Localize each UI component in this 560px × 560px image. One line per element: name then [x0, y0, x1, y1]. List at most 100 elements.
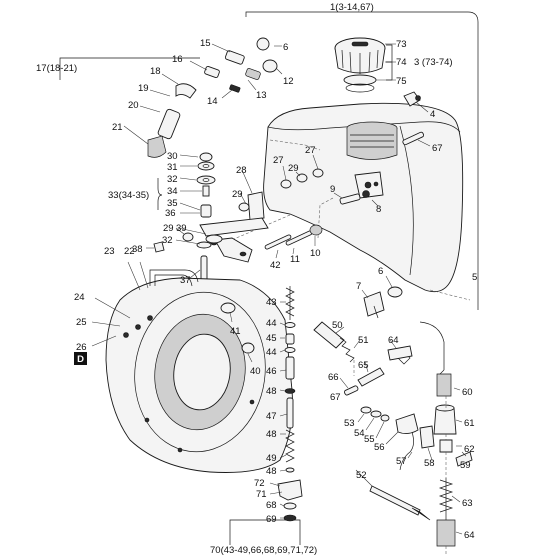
callout-45: 45	[266, 333, 277, 344]
callout-39: 39	[176, 223, 187, 234]
callout-59: 59	[460, 460, 471, 471]
view-badge-label: D	[77, 354, 84, 365]
callout-44-lower: 44	[266, 347, 277, 358]
callout-48-upper: 48	[266, 386, 277, 397]
callout-37: 37	[180, 275, 191, 286]
callout-12: 12	[283, 76, 294, 87]
callout-52: 52	[356, 470, 367, 481]
tank-mount-washers	[175, 154, 324, 249]
callout-72: 72	[254, 478, 265, 489]
callout-29-mid: 29	[232, 189, 243, 200]
callout-62: 62	[464, 444, 475, 455]
tank-side-fittings	[361, 91, 431, 319]
choke-wire-assembly	[419, 321, 463, 556]
callout-68: 68	[266, 500, 277, 511]
callout-17: 17(18-21)	[36, 63, 77, 74]
callout-42: 42	[270, 260, 281, 271]
fuel-hose-strainer	[123, 73, 197, 158]
callout-33: 33(34-35)	[108, 190, 149, 201]
callout-13: 13	[256, 90, 267, 101]
filler-cap	[334, 37, 396, 93]
callout-75: 75	[396, 76, 407, 87]
callout-43: 43	[266, 297, 277, 308]
callout-66: 66	[328, 372, 339, 383]
callout-71: 71	[256, 489, 267, 500]
callout-47: 47	[266, 411, 277, 422]
callout-16: 16	[172, 54, 183, 65]
callout-32-lower: 32	[162, 235, 173, 246]
callout-69: 69	[266, 514, 277, 525]
callout-54: 54	[354, 428, 365, 439]
callout-32-upper: 32	[167, 174, 178, 185]
mounting-hardware-stack	[179, 152, 216, 218]
callout-61: 61	[464, 418, 475, 429]
callout-29-left: 29	[163, 223, 174, 234]
callout-9: 9	[330, 184, 335, 195]
callout-labels: 1(3-14,67) 73 74 3 (73-74) 75 4 67 5 6 7…	[36, 2, 477, 556]
callout-74: 74	[396, 57, 407, 68]
callout-70: 70(43-49,66,68,69,71,72)	[210, 545, 317, 556]
callout-27-left: 27	[273, 155, 284, 166]
callout-73: 73	[396, 39, 407, 50]
callout-58: 58	[424, 458, 435, 469]
callout-64-upper: 64	[388, 335, 399, 346]
callout-55: 55	[364, 434, 375, 445]
callout-60: 60	[462, 387, 473, 398]
control-lever-parts	[355, 406, 473, 521]
callout-14: 14	[207, 96, 218, 107]
callout-3: 3 (73-74)	[414, 57, 453, 68]
callout-26: 26	[76, 342, 87, 353]
callout-1: 1(3-14,67)	[330, 2, 374, 13]
callout-41: 41	[230, 326, 241, 337]
throttle-linkage-stack	[269, 286, 303, 522]
callout-40: 40	[250, 366, 261, 377]
callout-64-lower: 64	[464, 530, 475, 541]
callout-53: 53	[344, 418, 355, 429]
callout-20: 20	[128, 100, 139, 111]
callout-19: 19	[138, 83, 149, 94]
callout-6-upper: 6	[283, 42, 288, 53]
callout-50: 50	[332, 320, 343, 331]
callout-34: 34	[167, 186, 178, 197]
callout-63: 63	[462, 498, 473, 509]
callout-11: 11	[290, 254, 300, 265]
callout-31: 31	[167, 162, 178, 173]
callout-22: 22	[124, 246, 135, 257]
callout-67: 67	[432, 143, 443, 154]
callout-56: 56	[374, 442, 385, 453]
callout-10: 10	[310, 248, 321, 259]
callout-51: 51	[358, 335, 369, 346]
callout-36: 36	[165, 208, 176, 219]
callout-5: 5	[472, 272, 477, 283]
callout-8: 8	[376, 204, 381, 215]
callout-57: 57	[396, 456, 407, 467]
fuel-fittings-upper	[189, 37, 283, 99]
callout-35: 35	[167, 198, 178, 209]
callout-48-lower: 48	[266, 466, 277, 477]
callout-4: 4	[430, 109, 435, 120]
callout-25: 25	[76, 317, 87, 328]
callout-65: 65	[358, 360, 369, 371]
callout-29-right: 29	[288, 163, 299, 174]
fan-housing	[91, 261, 293, 473]
callout-38: 38	[132, 244, 143, 255]
callout-24: 24	[74, 292, 85, 303]
callout-27-right: 27	[305, 145, 316, 156]
callout-23: 23	[104, 246, 115, 257]
callout-6-lower: 6	[378, 266, 383, 277]
view-badge-d: D	[74, 352, 87, 365]
callout-7: 7	[356, 281, 361, 292]
callout-21: 21	[112, 122, 123, 133]
callout-28: 28	[236, 165, 247, 176]
callout-15: 15	[200, 38, 211, 49]
fuel-tank	[219, 102, 471, 301]
governor-spring-parts	[313, 321, 413, 396]
callout-46: 46	[266, 366, 277, 377]
callout-48-mid: 48	[266, 429, 277, 440]
callout-18: 18	[150, 66, 161, 77]
fuel-cock-parts	[264, 190, 379, 259]
callout-30: 30	[167, 151, 178, 162]
callout-49: 49	[266, 453, 277, 464]
callout-67-lower: 67	[330, 392, 341, 403]
